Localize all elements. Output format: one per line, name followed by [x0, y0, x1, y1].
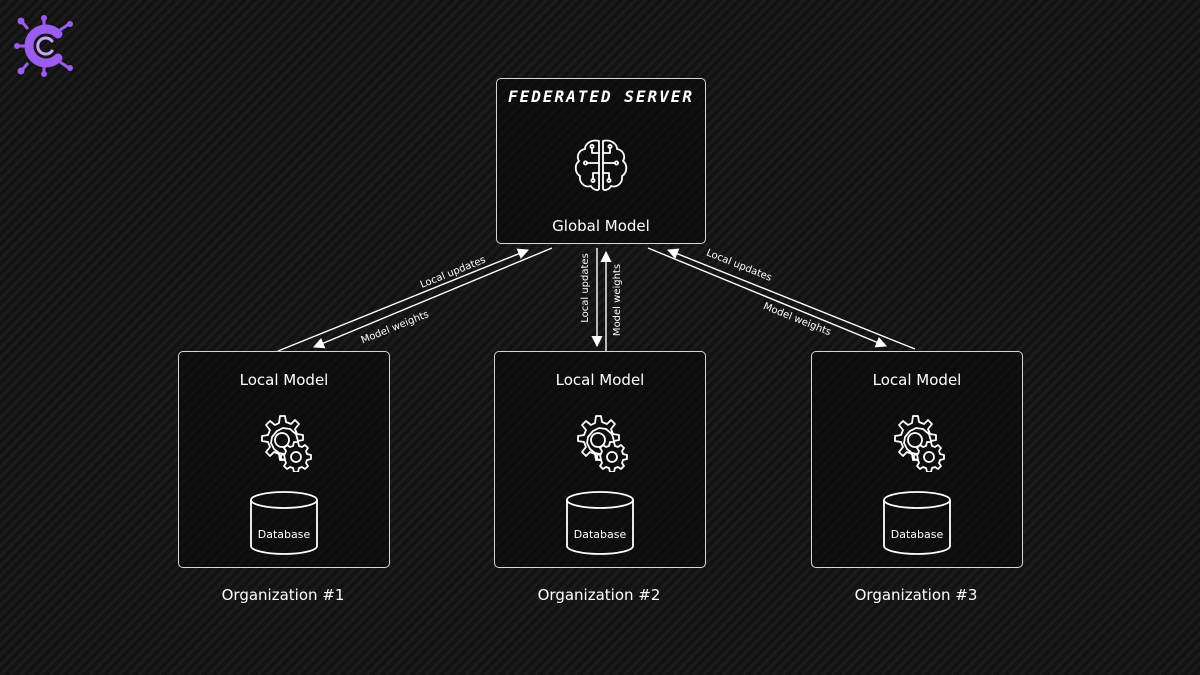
database-icon	[883, 491, 951, 555]
label-local-updates-org2: Local updates	[580, 253, 591, 323]
organization-label-3: Organization #3	[854, 586, 978, 604]
arrow-model-weights-org1	[312, 247, 553, 349]
arrow-model-weights-org3	[647, 247, 888, 348]
database-label: Database	[573, 528, 627, 541]
logo-icon	[14, 15, 73, 77]
server-title: FEDERATED SERVER	[507, 87, 695, 106]
database-icon	[250, 491, 318, 555]
arrow-local-updates-org1	[277, 248, 530, 352]
local-model-box-org1: Local Model Database	[178, 351, 390, 568]
federated-server-box: FEDERATED SERVER Global Model	[496, 78, 706, 244]
database-label: Database	[890, 528, 944, 541]
organization-label-2: Organization #2	[537, 586, 661, 604]
label-model-weights-org2: Model weights	[612, 264, 623, 336]
global-model-label: Global Model	[552, 217, 650, 235]
gears-icon	[261, 415, 312, 472]
local-model-box-org3: Local Model Database	[811, 351, 1023, 568]
brain-circuit-icon	[574, 139, 628, 191]
label-local-updates-org1: Local updates	[419, 255, 488, 291]
local-model-label: Local Model	[872, 371, 962, 389]
local-model-box-org2: Local Model Database	[494, 351, 706, 568]
database-label: Database	[257, 528, 311, 541]
local-model-label: Local Model	[239, 371, 329, 389]
gears-icon	[894, 415, 945, 472]
gears-icon	[577, 415, 628, 472]
arrow-local-updates-org3	[666, 248, 916, 350]
label-model-weights-org1: Model weights	[360, 309, 431, 346]
database-icon	[566, 491, 634, 555]
organization-label-1: Organization #1	[221, 586, 345, 604]
local-model-label: Local Model	[555, 371, 645, 389]
